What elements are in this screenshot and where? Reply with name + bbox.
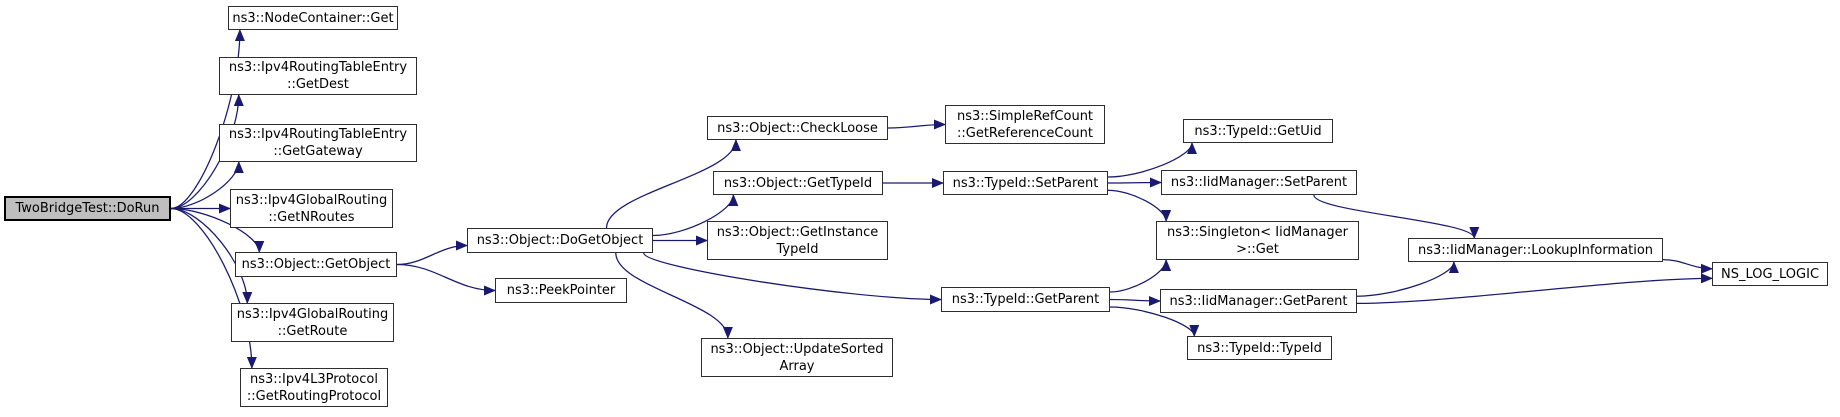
node-dorun: TwoBridgeTest::DoRun <box>4 196 171 221</box>
node-get_nroutes[interactable]: ns3::Ipv4GlobalRouting ::GetNRoutes <box>230 189 393 228</box>
edge-get_object-to-peek_pointer <box>396 263 496 296</box>
node-update_sorted_array[interactable]: ns3::Object::UpdateSorted Array <box>701 338 893 377</box>
node-peek_pointer[interactable]: ns3::PeekPointer <box>495 278 627 303</box>
edge-typeid_get_parent-to-singleton_get <box>1109 259 1172 293</box>
edge-do_get_object-to-update_sorted_array <box>615 252 733 339</box>
node-ns_log_logic[interactable]: NS_LOG_LOGIC <box>1712 262 1828 286</box>
edge-typeid_get_parent-to-typeid_typeid <box>1109 306 1200 337</box>
edge-dorun-to-get_gateway <box>170 161 244 210</box>
edge-typeid_set_parent-to-typeid_get_uid <box>1107 142 1197 178</box>
node-typeid_get_uid[interactable]: ns3::TypeId::GetUid <box>1183 119 1333 143</box>
node-node_get[interactable]: ns3::NodeContainer::Get <box>228 6 398 30</box>
edge-typeid_get_parent-to-iid_get_parent <box>1109 295 1161 306</box>
node-iid_set_parent[interactable]: ns3::IidManager::SetParent <box>1161 170 1357 195</box>
node-typeid_typeid[interactable]: ns3::TypeId::TypeId <box>1187 336 1332 360</box>
node-do_get_object[interactable]: ns3::Object::DoGetObject <box>467 228 653 253</box>
node-get_instance_type_id[interactable]: ns3::Object::GetInstance TypeId <box>707 221 888 260</box>
edge-iid_get_parent-to-ns_log_logic <box>1356 273 1713 305</box>
node-get_routing_protocol[interactable]: ns3::Ipv4L3Protocol ::GetRoutingProtocol <box>240 368 388 407</box>
edge-dorun-to-get_dest <box>170 94 244 210</box>
edge-iid_get_parent-to-lookup_information <box>1356 261 1459 297</box>
edge-typeid_set_parent-to-singleton_get <box>1107 189 1172 222</box>
node-lookup_information[interactable]: ns3::IidManager::LookupInformation <box>1408 238 1663 262</box>
edge-do_get_object-to-typeid_get_parent <box>643 252 942 305</box>
edge-dorun-to-get_route <box>170 207 253 304</box>
edge-dorun-to-get_routing_protocol <box>170 207 257 369</box>
node-get_type_id[interactable]: ns3::Object::GetTypeId <box>713 171 883 195</box>
node-singleton_get[interactable]: ns3::Singleton< IidManager >::Get <box>1156 221 1359 260</box>
node-get_route[interactable]: ns3::Ipv4GlobalRouting ::GetRoute <box>231 303 394 342</box>
node-get_dest[interactable]: ns3::Ipv4RoutingTableEntry ::GetDest <box>219 57 417 95</box>
node-get_reference_count[interactable]: ns3::SimpleRefCount ::GetReferenceCount <box>945 105 1105 144</box>
node-check_loose[interactable]: ns3::Object::CheckLoose <box>707 116 888 140</box>
edge-lookup_information-to-ns_log_logic <box>1662 258 1713 274</box>
node-iid_get_parent[interactable]: ns3::IidManager::GetParent <box>1160 289 1357 313</box>
edge-do_get_object-to-check_loose <box>605 139 741 229</box>
node-get_gateway[interactable]: ns3::Ipv4RoutingTableEntry ::GetGateway <box>219 124 417 162</box>
edge-get_object-to-do_get_object <box>396 240 468 266</box>
edge-typeid_set_parent-to-iid_set_parent <box>1107 177 1162 188</box>
edge-iid_set_parent-to-lookup_information <box>1313 194 1480 239</box>
edge-do_get_object-to-get_type_id <box>652 194 739 237</box>
node-typeid_get_parent[interactable]: ns3::TypeId::GetParent <box>941 287 1110 312</box>
node-typeid_set_parent[interactable]: ns3::TypeId::SetParent <box>943 171 1108 195</box>
edge-check_loose-to-get_reference_count <box>887 119 946 130</box>
edge-dorun-to-get_object <box>170 207 265 253</box>
node-get_object[interactable]: ns3::Object::GetObject <box>235 252 397 277</box>
